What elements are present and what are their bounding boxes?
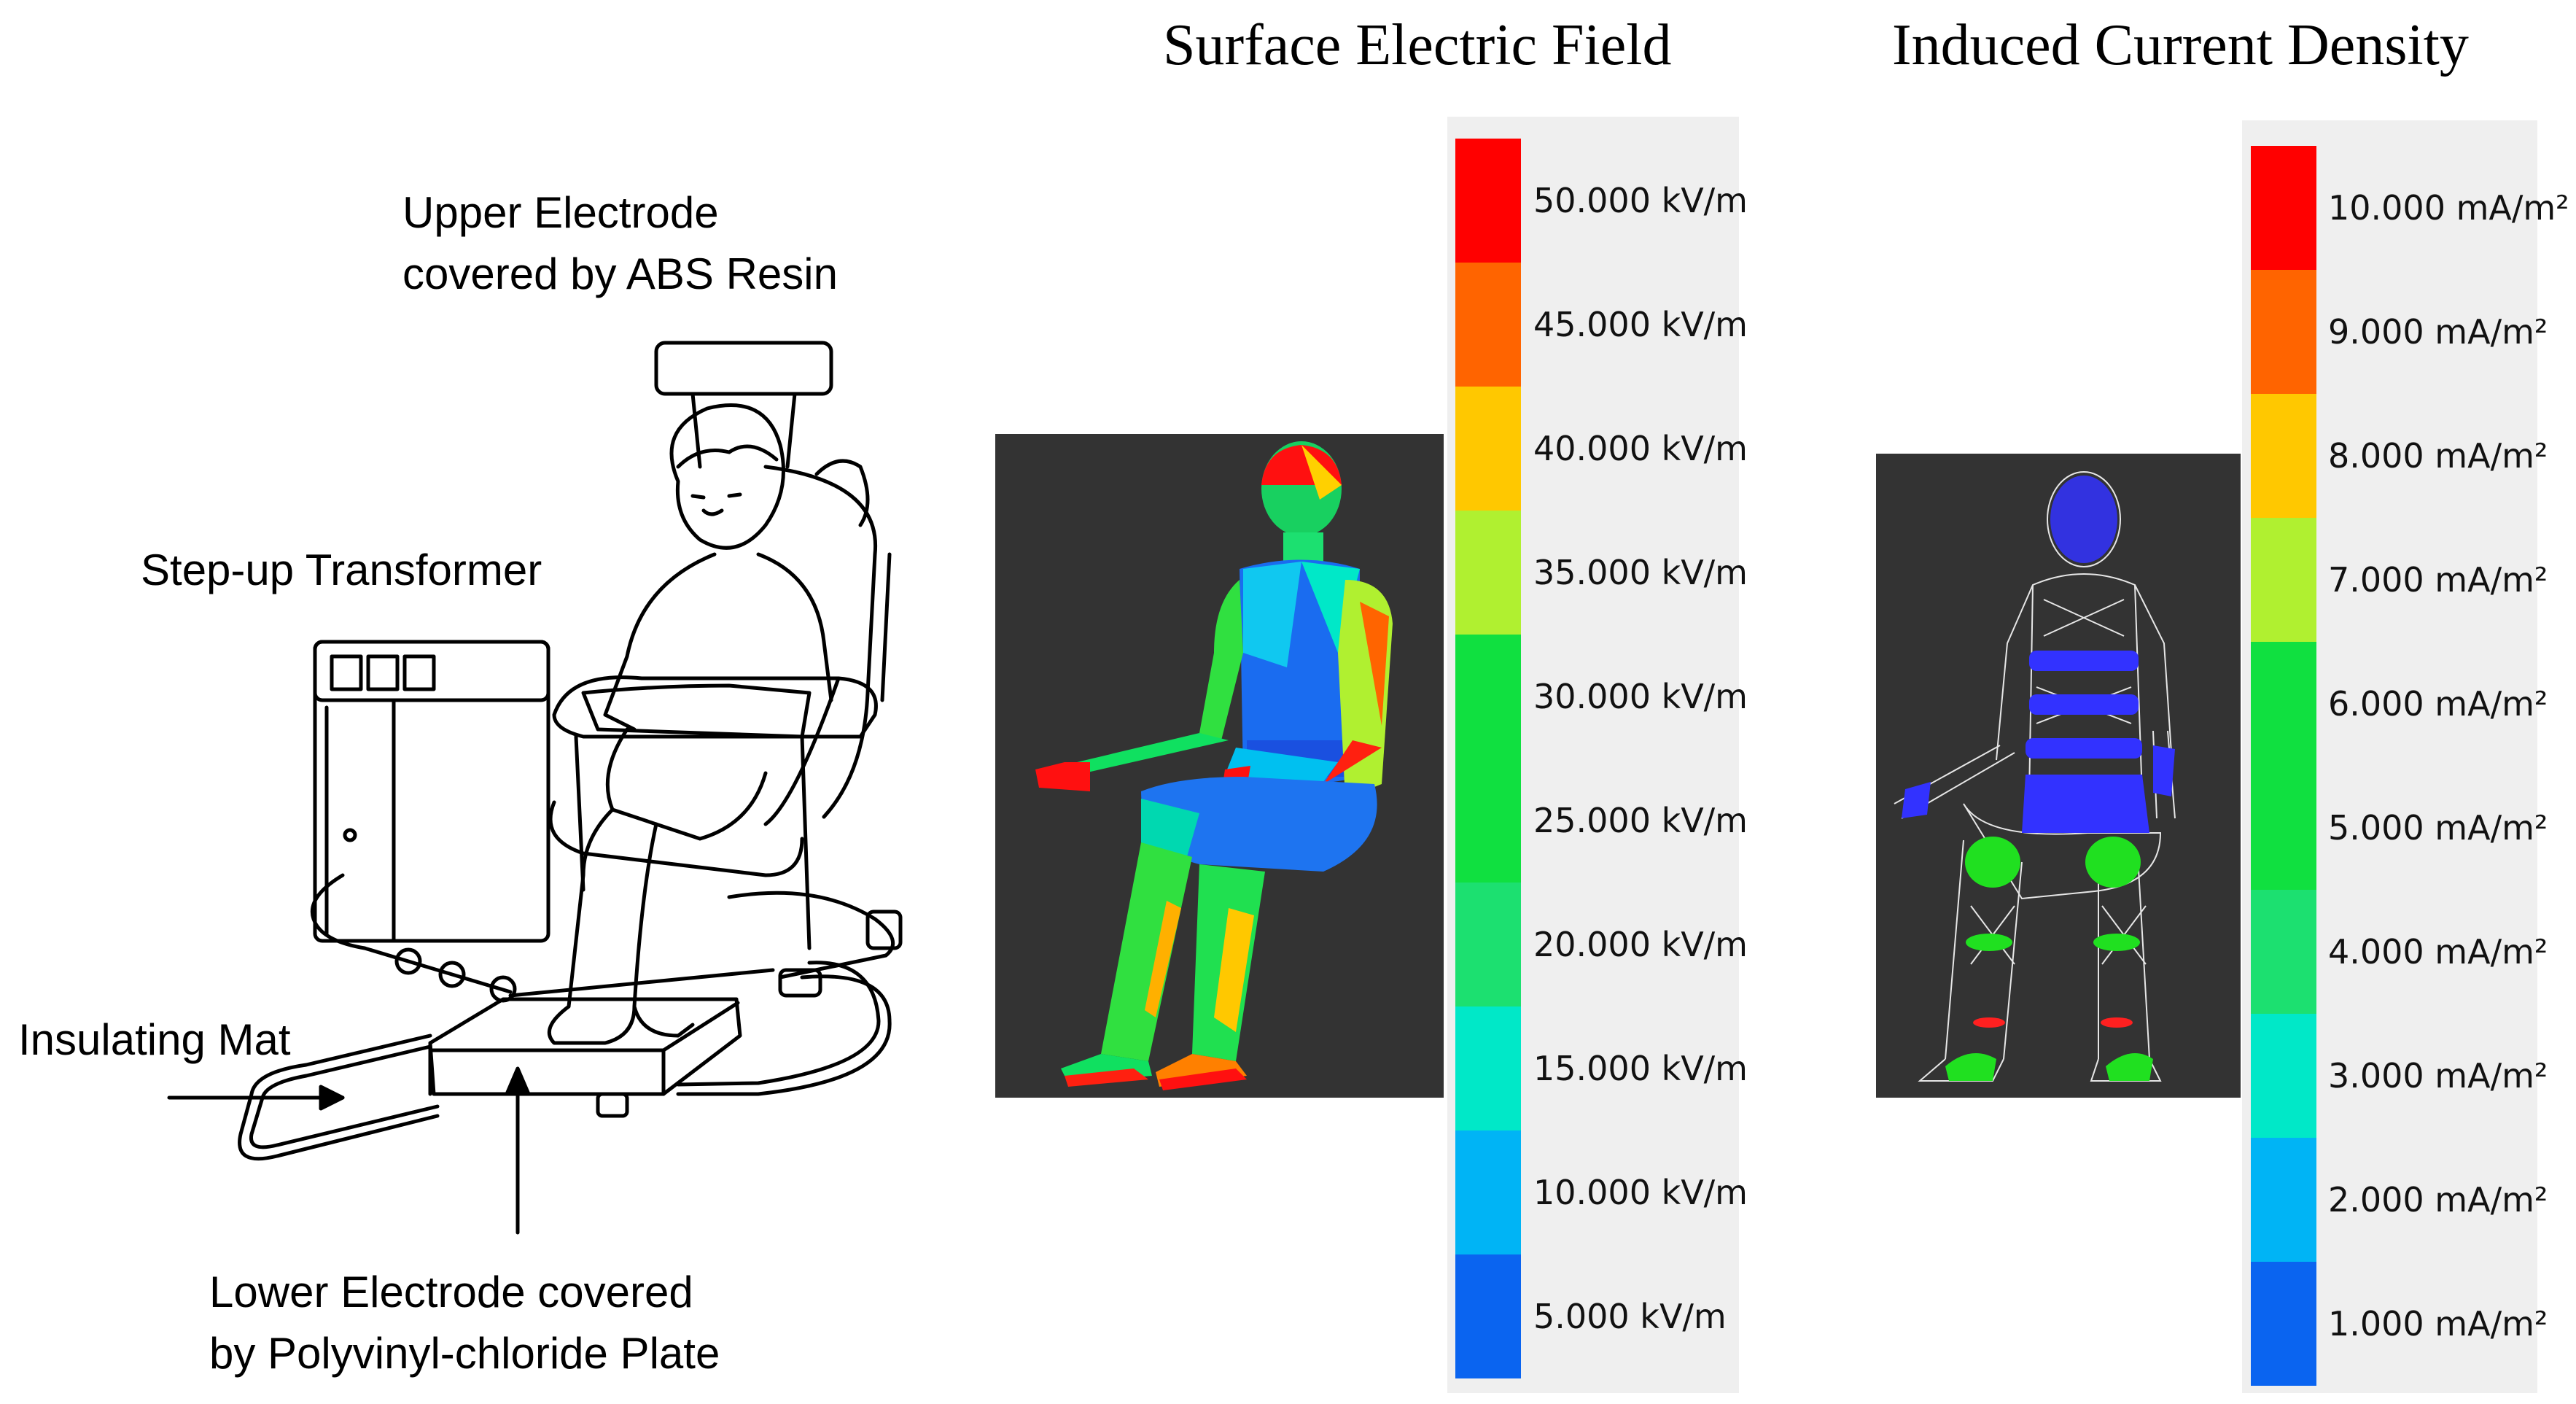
current-density-legend-label: 4.000 mA/m²: [2328, 932, 2548, 971]
current-density-color-scale: [2251, 146, 2316, 1386]
current-density-mesh-render: [1894, 471, 2176, 1082]
surface-field-title: Surface Electric Field: [1163, 13, 1672, 77]
current-density-legend-label: 2.000 mA/m²: [2328, 1180, 2548, 1219]
insulating-mat-label: Insulating Mat: [18, 1015, 291, 1064]
surface-field-legend-label: 50.000 kV/m: [1533, 181, 1748, 220]
surface-field-legend-label: 10.000 kV/m: [1533, 1173, 1748, 1212]
surface-field-legend-label: 5.000 kV/m: [1533, 1297, 1727, 1336]
seated-subject-drawing: [167, 341, 903, 1235]
current-density-model: [1876, 454, 2241, 1098]
current-density-legend: 10.000 mA/m² 9.000 mA/m² 8.000 mA/m² 7.0…: [2242, 120, 2569, 1393]
step-up-transformer-drawing: [310, 640, 550, 1003]
current-density-title: Induced Current Density: [1892, 13, 2469, 77]
surface-field-legend-label: 45.000 kV/m: [1533, 305, 1748, 344]
seated-person-drawing: [547, 403, 833, 1045]
surface-field-legend-label: 15.000 kV/m: [1533, 1049, 1748, 1088]
surface-field-legend-label: 35.000 kV/m: [1533, 553, 1748, 592]
current-density-legend-label: 10.000 mA/m²: [2328, 188, 2569, 228]
surface-field-legend-label: 40.000 kV/m: [1533, 429, 1748, 468]
surface-field-legend-label: 25.000 kV/m: [1533, 801, 1748, 840]
surface-field-legend-label: 30.000 kV/m: [1533, 677, 1748, 716]
experiment-illustration: Upper Electrode covered by ABS Resin Ste…: [0, 0, 970, 1404]
lower-electrode-label: Lower Electrode covered by Polyvinyl-chl…: [209, 1268, 720, 1378]
step-up-transformer-label: Step-up Transformer: [141, 546, 542, 594]
surface-field-body-render: [1035, 441, 1393, 1090]
pointer-arrows: [167, 1066, 531, 1235]
current-density-legend-label: 9.000 mA/m²: [2328, 312, 2548, 352]
surface-field-legend: 50.000 kV/m 45.000 kV/m 40.000 kV/m 35.0…: [1447, 117, 1748, 1393]
current-density-legend-label: 3.000 mA/m²: [2328, 1056, 2548, 1095]
surface-field-color-scale: [1455, 139, 1521, 1378]
lower-electrode-drawing: [428, 997, 742, 1118]
current-density-legend-label: 1.000 mA/m²: [2328, 1304, 2548, 1343]
current-density-legend-label: 5.000 mA/m²: [2328, 808, 2548, 848]
upper-electrode-label: Upper Electrode covered by ABS Resin: [402, 188, 838, 298]
current-density-legend-label: 8.000 mA/m²: [2328, 436, 2548, 476]
chair-drawing: [548, 341, 903, 998]
insulating-mat-loop: [238, 968, 892, 1161]
current-density-legend-label: 6.000 mA/m²: [2328, 684, 2548, 724]
surface-field-model: [995, 434, 1444, 1098]
surface-field-legend-label: 20.000 kV/m: [1533, 925, 1748, 964]
current-density-legend-label: 7.000 mA/m²: [2328, 560, 2548, 600]
